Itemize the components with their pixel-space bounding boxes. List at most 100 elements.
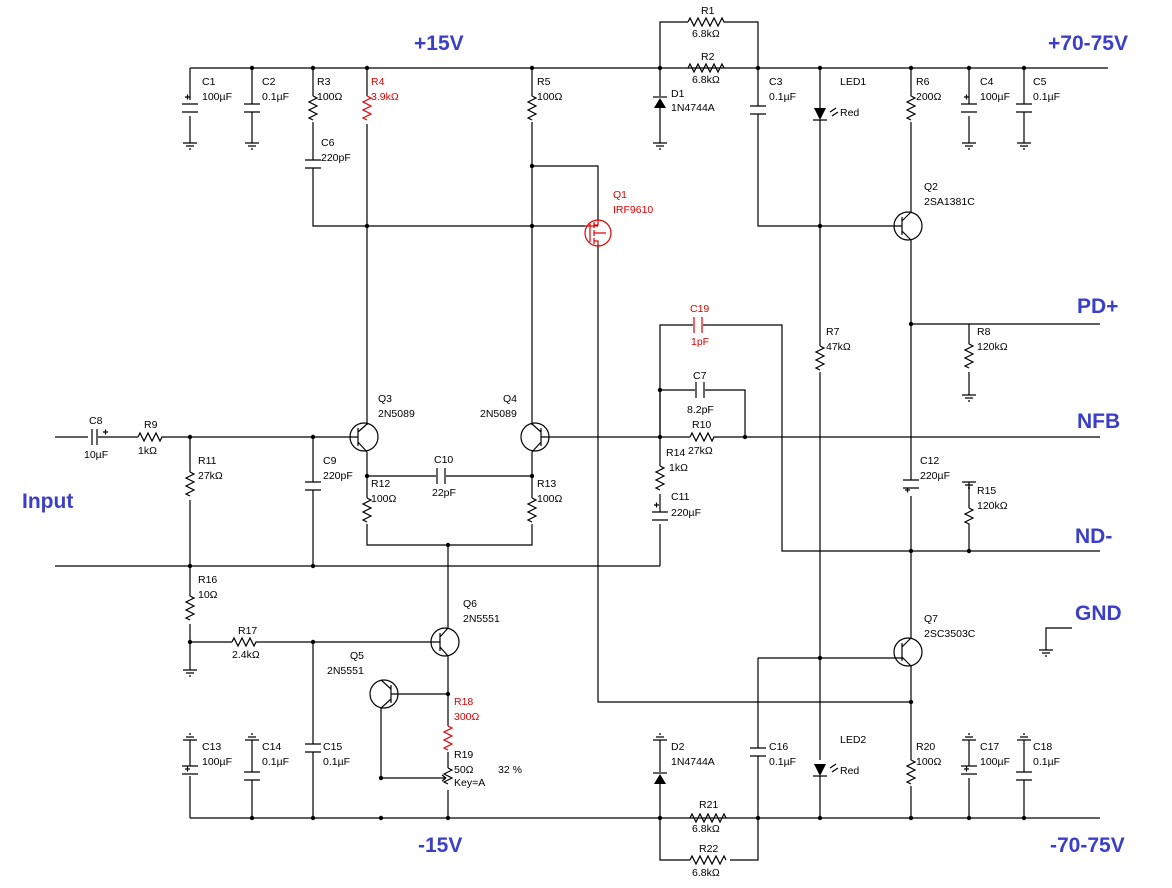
- r17-value-label: 2.4kΩ: [232, 649, 260, 661]
- r16-value-label: 10Ω: [198, 589, 218, 601]
- c14-ref-label: C14: [262, 741, 281, 753]
- r12-symbol: [361, 497, 373, 523]
- r18-ref-label: R18: [454, 696, 473, 708]
- capacitors: [91, 94, 1032, 781]
- q3-value-label: 2N5089: [378, 408, 415, 420]
- r5-value-label: 100Ω: [537, 91, 563, 103]
- c13-ref-label: C13: [202, 741, 221, 753]
- r21-symbol: [689, 812, 727, 824]
- c11-symbol: [652, 511, 668, 521]
- r4-ref-label: R4: [371, 76, 385, 88]
- c9-symbol: [305, 481, 321, 491]
- r13-symbol: [526, 497, 538, 523]
- r16-symbol: [184, 595, 196, 621]
- ground-symbols: [183, 142, 1053, 741]
- c17-ref-label: C17: [980, 741, 999, 753]
- r10-symbol: [689, 431, 716, 443]
- component-labels: C1 100µF C2 0.1µF R3 100Ω R4 3.9kΩ C6 22…: [84, 5, 1060, 879]
- led2-symbol: [814, 764, 826, 776]
- q2-value-label: 2SA1381C: [924, 196, 975, 208]
- rail-label-neg15: -15V: [418, 834, 462, 857]
- c7-symbol: [695, 382, 705, 398]
- c5-ref-label: C5: [1033, 76, 1047, 88]
- r8-ref-label: R8: [977, 326, 991, 338]
- c1-value-label: 100µF: [202, 91, 232, 103]
- c16-symbol: [750, 747, 766, 757]
- c19-ref-label: C19: [690, 303, 709, 315]
- c3-symbol: [750, 105, 766, 115]
- q1-value-label: IRF9610: [613, 204, 653, 216]
- r22-symbol: [689, 854, 727, 866]
- r18-value-label: 300Ω: [454, 711, 480, 723]
- r17-ref-label: R17: [238, 625, 257, 637]
- c2-value-label: 0.1µF: [262, 91, 289, 103]
- q4-value-label: 2N5089: [480, 408, 517, 420]
- c16-value-label: 0.1µF: [769, 756, 796, 768]
- rail-label-pos15: +15V: [414, 32, 464, 55]
- c6-symbol: [305, 159, 321, 172]
- c9-value-label: 220pF: [323, 470, 353, 482]
- d2-symbol: [654, 774, 666, 784]
- r1-symbol: [687, 16, 730, 28]
- q1-symbol: [584, 219, 612, 247]
- c12-symbol: [903, 479, 919, 489]
- c15-symbol: [305, 743, 321, 753]
- c4-symbol: [961, 103, 977, 113]
- c10-value-label: 22pF: [432, 487, 456, 499]
- c19-value-label: 1pF: [691, 336, 709, 348]
- c13-symbol: [182, 765, 198, 775]
- c3-value-label: 0.1µF: [769, 91, 796, 103]
- rail-label-neg70: -70-75V: [1050, 834, 1125, 857]
- r6-symbol: [905, 95, 917, 121]
- d1-symbol: [654, 98, 666, 108]
- c17-symbol: [961, 765, 977, 775]
- c18-symbol: [1016, 771, 1032, 781]
- r18-symbol: [442, 725, 454, 751]
- net-label-nfb: NFB: [1077, 410, 1120, 433]
- c5-symbol: [1016, 103, 1032, 113]
- r19-symbol: [442, 767, 454, 785]
- c11-ref-label: C11: [671, 491, 690, 503]
- r11-symbol: [184, 471, 196, 497]
- q7-ref-label: Q7: [924, 613, 938, 625]
- r19-percent-label: 32 %: [498, 764, 522, 776]
- r17-symbol: [231, 636, 262, 648]
- r9-symbol: [137, 431, 164, 443]
- resistors: [137, 16, 975, 866]
- c12-value-label: 220µF: [920, 470, 950, 482]
- r2-ref-label: R2: [701, 51, 715, 63]
- q2-symbol: [893, 211, 923, 241]
- led1-symbol: [814, 108, 826, 120]
- wires: [55, 21, 1108, 861]
- q3-symbol: [349, 422, 379, 453]
- q7-symbol: [893, 637, 923, 667]
- r11-ref-label: R11: [198, 455, 217, 467]
- d2-ref-label: D2: [671, 741, 685, 753]
- net-label-gnd: GND: [1075, 602, 1122, 625]
- q5-value-label: 2N5551: [327, 665, 364, 677]
- c5-value-label: 0.1µF: [1033, 91, 1060, 103]
- c11-value-label: 220µF: [671, 507, 701, 519]
- c6-value-label: 220pF: [321, 152, 351, 164]
- q2-ref-label: Q2: [924, 181, 938, 193]
- r14-symbol: [654, 465, 666, 491]
- led1-ref-label: LED1: [840, 76, 866, 88]
- r20-value-label: 100Ω: [916, 756, 942, 768]
- r19-key-label: Key=A: [454, 777, 485, 789]
- c17-value-label: 100µF: [980, 756, 1010, 768]
- c19-symbol: [693, 317, 703, 333]
- r19-wiper: [440, 774, 447, 782]
- r1-value-label: 6.8kΩ: [692, 28, 720, 40]
- r5-symbol: [526, 95, 538, 121]
- r8-value-label: 120kΩ: [977, 341, 1008, 353]
- d1-ref-label: D1: [671, 88, 685, 100]
- c13-value-label: 100µF: [202, 756, 232, 768]
- r21-value-label: 6.8kΩ: [692, 823, 720, 835]
- c15-value-label: 0.1µF: [323, 756, 350, 768]
- r20-ref-label: R20: [916, 741, 935, 753]
- c9-ref-label: C9: [323, 455, 337, 467]
- q6-value-label: 2N5551: [463, 613, 500, 625]
- r14-ref-label: R14: [666, 447, 685, 459]
- r20-symbol: [905, 759, 917, 785]
- c10-symbol: [436, 468, 446, 484]
